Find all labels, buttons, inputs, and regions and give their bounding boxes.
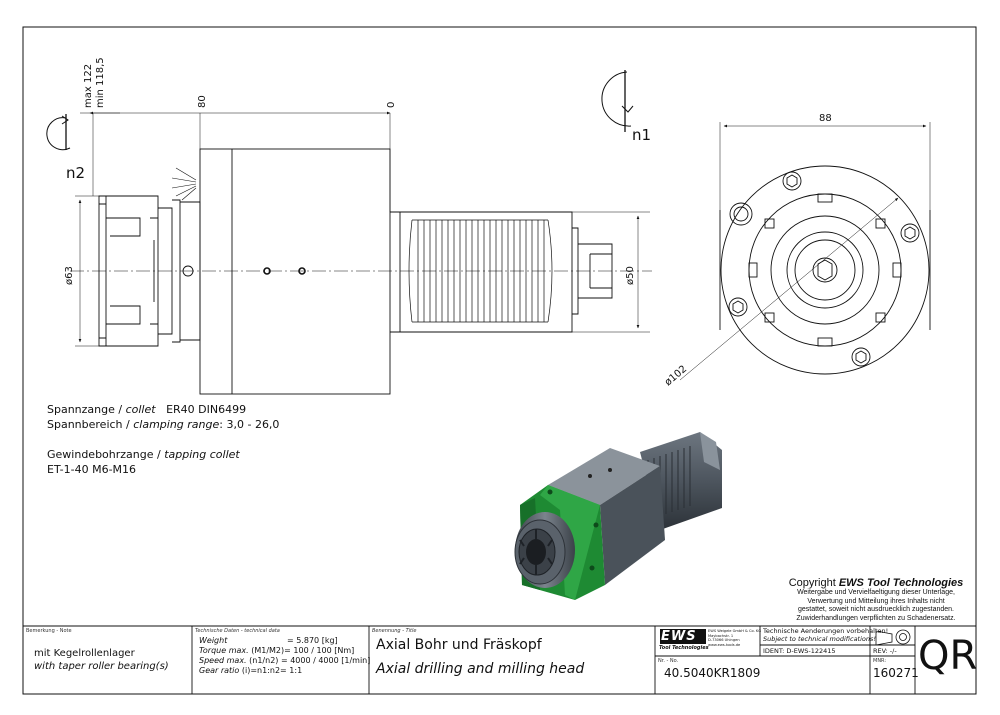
product-render <box>514 432 722 600</box>
rotation-symbol-n1 <box>601 70 634 132</box>
ews-logo-box <box>660 629 706 644</box>
ews-logo-sub: Tool Technologies <box>659 645 709 651</box>
torque-val: 100 / 100 [Nm] <box>293 646 355 655</box>
code-qr: QR <box>918 633 978 679</box>
dim-0: 0 <box>386 102 397 108</box>
tech-data: Weight= 5.870 [kg] Torque max. (M1/M2)= … <box>199 636 370 676</box>
remark-label: Bemerkung - Note <box>26 628 72 634</box>
copyright-prefix: Copyright <box>788 577 839 589</box>
title-label: Benennung - Title <box>372 628 417 634</box>
rev: REV: -/- <box>873 647 897 655</box>
side-view <box>70 111 652 395</box>
mnr: 160271 <box>873 666 919 680</box>
collet-de: Spannzange / <box>47 403 126 416</box>
tapping-collet-spec: ET-1-40 M6-M16 <box>47 463 137 476</box>
ident: IDENT: D-EWS-122415 <box>763 647 836 655</box>
company-line1: EWS Weigele GmbH & Co. KG <box>708 629 762 633</box>
dim-63: ø63 <box>64 266 75 285</box>
copyright-line1: Weitergabe und Vervielfaeltigung dieser … <box>797 589 955 596</box>
tech-label: Technische Daten - technical data <box>195 628 280 634</box>
weight-label: Weight <box>199 636 228 645</box>
company-line2: Maybachstr. 1 <box>708 633 734 638</box>
gear-label: Gear ratio <box>199 666 240 675</box>
gear-sub: (i)=n1:n2= <box>241 666 287 675</box>
dim-80: 80 <box>197 95 208 108</box>
company-address: EWS Weigele GmbH & Co. KG Maybachstr. 1 … <box>708 629 761 647</box>
weight-val: = 5.870 [kg] <box>287 636 338 645</box>
collet-en: collet <box>125 403 156 416</box>
drawing-number: 40.5040KR1809 <box>664 666 761 680</box>
remark-en: with taper roller bearing(s) <box>34 661 169 672</box>
clamping-range-note: Spannbereich / clamping range: 3,0 - 26,… <box>47 417 279 432</box>
dim-102: ø102 <box>663 364 689 389</box>
label-n1: n1 <box>632 126 651 144</box>
copyright-line4: Zuwiderhandlungen verpflichten zu Schade… <box>796 614 956 622</box>
copyright-brand: EWS Tool Technologies <box>838 577 964 589</box>
gear-val: 1:1 <box>289 666 303 675</box>
company-line4: www.ews-tools.de <box>708 642 741 647</box>
copyright-line2: Verwertung und Mitteilung ihres Inhalts … <box>807 597 945 605</box>
changes-de: Technische Aenderungen vorbehalten! <box>763 627 889 635</box>
projection-symbol <box>875 629 911 646</box>
remark-de: mit Kegelrollenlager <box>34 648 135 659</box>
title-block-frame <box>23 625 976 694</box>
speed-sub: (n1/n2) = <box>249 656 288 665</box>
drawing-frame <box>22 26 977 695</box>
copyright-line3: gestattet, soweit nicht ausdruecklich zu… <box>797 606 955 613</box>
torque-label: Torque max. <box>199 646 249 655</box>
mnr-label: MNR: <box>873 658 887 664</box>
speed-label: Speed max. <box>199 656 247 665</box>
dim-max: max 122 <box>83 64 94 108</box>
ews-logo: EWS <box>661 629 697 644</box>
front-view <box>679 122 931 381</box>
dim-min: min 118,5 <box>95 57 106 108</box>
nr-label: Nr. - No. <box>658 658 679 664</box>
dim-88: 88 <box>819 113 832 124</box>
label-n2: n2 <box>66 164 85 182</box>
tapping-collet-note: Gewindebohrzange / tapping collet <box>47 447 240 462</box>
company-line3: D-73066 Uhingen <box>708 638 740 643</box>
tap-en: tapping collet <box>164 448 240 461</box>
collet-spec: ER40 DIN6499 <box>166 403 247 416</box>
copyright-notice: Copyright EWS Tool Technologies Weiterga… <box>776 577 976 623</box>
torque-sub: (M1/M2)= <box>251 646 291 655</box>
speed-val: 4000 / 4000 [1/min] <box>290 656 371 665</box>
collet-note: Spannzange / collet ER40 DIN6499 <box>47 402 246 417</box>
tap-de: Gewindebohrzange / <box>47 448 165 461</box>
rotation-symbol-n2 <box>46 114 71 151</box>
range-en: clamping range <box>133 418 220 431</box>
dim-50: ø50 <box>625 266 636 285</box>
range-val: : 3,0 - 26,0 <box>219 418 280 431</box>
changes-en: Subject to technical modifications! <box>763 635 876 643</box>
range-de: Spannbereich / <box>47 418 134 431</box>
title-de: Axial Bohr und Fräskopf <box>376 637 542 653</box>
title-en: Axial drilling and milling head <box>376 661 585 677</box>
